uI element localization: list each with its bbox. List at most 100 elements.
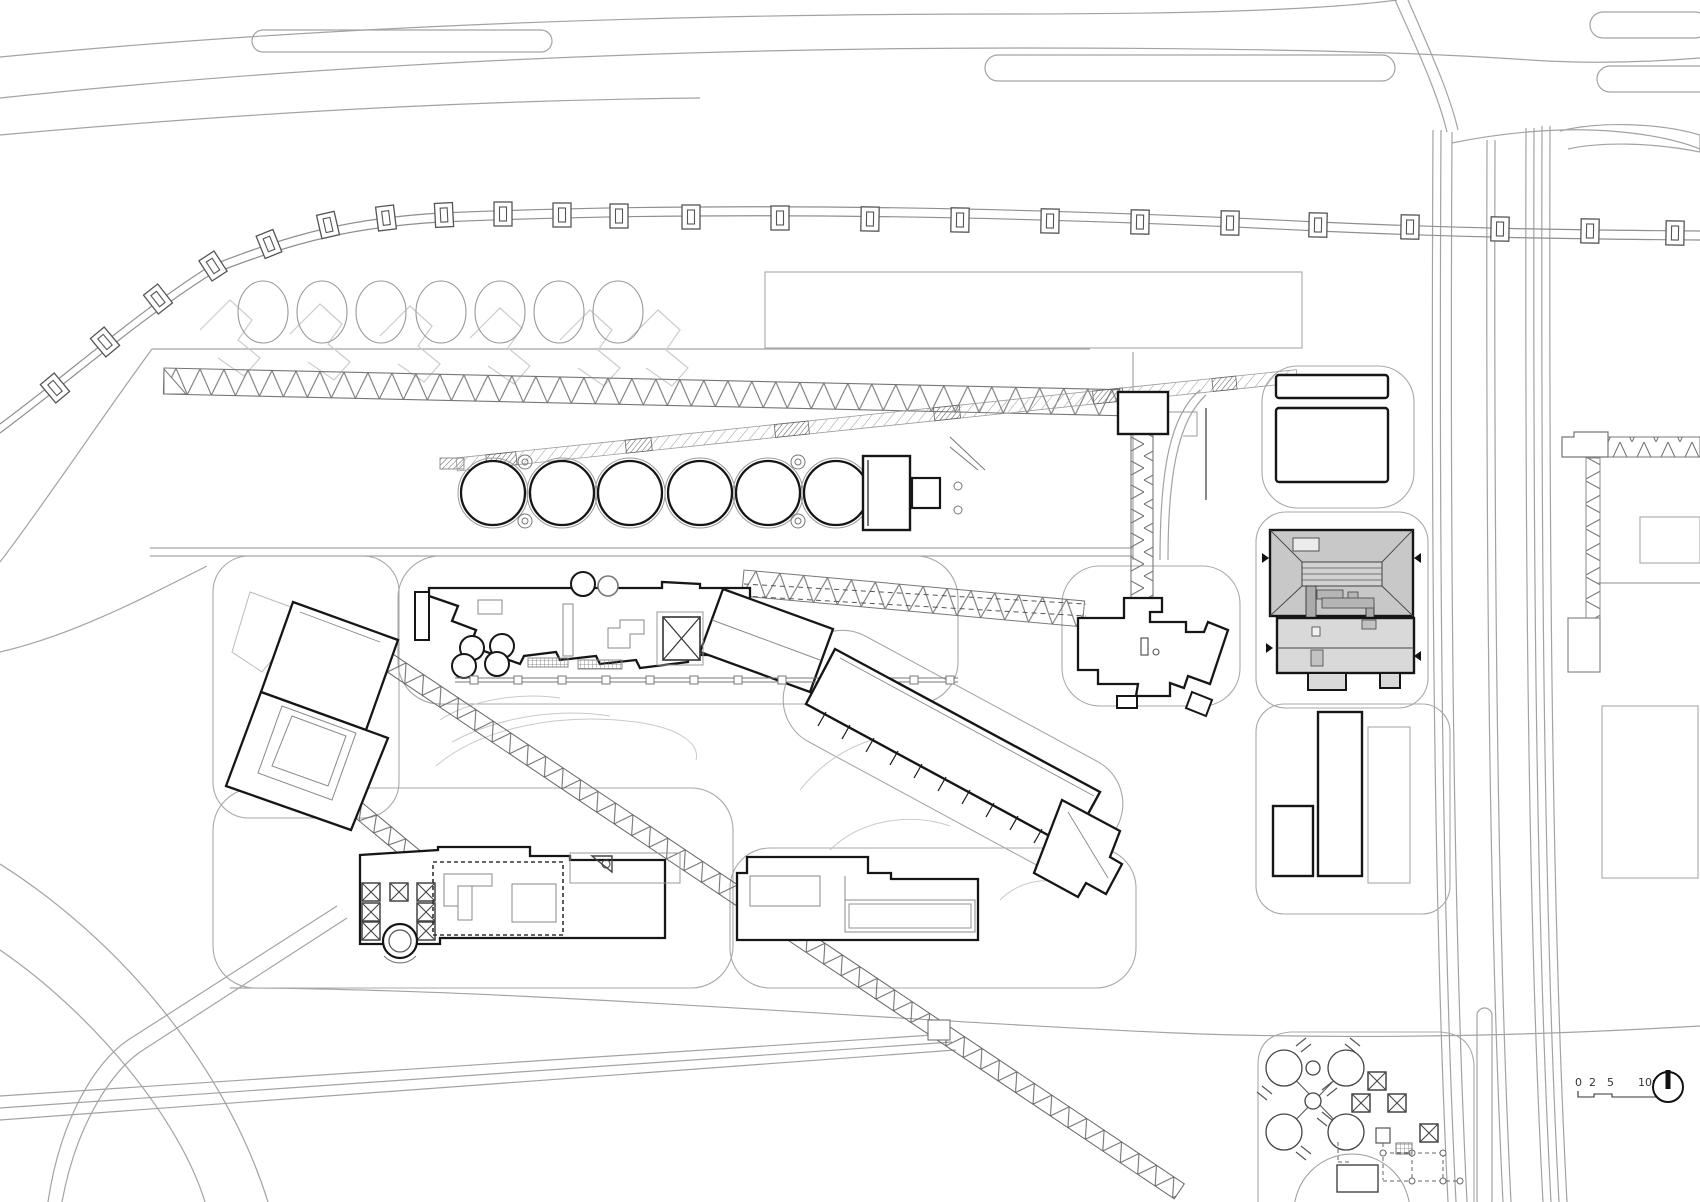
- road: [1450, 131, 1468, 1202]
- scale-tick-label: 0: [1575, 1076, 1582, 1089]
- long-diagonal-building: [804, 647, 1124, 899]
- clarifier-arc: [1294, 1153, 1410, 1202]
- existing-building-outline: [1639, 516, 1700, 564]
- plot-boundaries: [212, 271, 1700, 1202]
- existing-tank: [533, 280, 585, 344]
- road: [1407, 0, 1459, 131]
- tank: [459, 459, 527, 527]
- south-east-buildings: [1271, 710, 1364, 878]
- road: [1559, 124, 1700, 153]
- plot: [1257, 1031, 1475, 1202]
- column-ticks: [817, 711, 1043, 844]
- plot: [1261, 365, 1415, 509]
- tank-row-end-building: [861, 454, 912, 532]
- tank-row-building: [439, 436, 986, 532]
- right-gallery-base: [1567, 617, 1601, 673]
- existing-tank: [237, 280, 289, 344]
- scale-tick-label: 2: [1589, 1076, 1596, 1089]
- overhead-link-gallery: [741, 569, 1086, 628]
- long-bar-building: [1274, 373, 1390, 400]
- tank: [734, 459, 802, 527]
- road: [229, 987, 1700, 1038]
- scale-bar: 0 2 5 10m: [1575, 1076, 1663, 1098]
- conveyor-marker: [1400, 214, 1420, 240]
- road: [1451, 129, 1700, 150]
- road: [0, 863, 269, 1202]
- existing-outline: [231, 591, 311, 673]
- road-median-island: [1476, 1007, 1493, 1202]
- entry-arrow-icon: [1266, 643, 1273, 653]
- right-gallery-horizontal: [1607, 436, 1700, 458]
- conveyor-marker: [1665, 220, 1685, 246]
- road: [1549, 125, 1568, 1202]
- plot: [1255, 511, 1429, 709]
- road: [0, 565, 208, 653]
- plot: [397, 555, 959, 705]
- entry-arrow-icon: [1262, 553, 1269, 563]
- existing-tank: [474, 280, 526, 344]
- junction-annex: [1116, 695, 1138, 709]
- vertical-gallery: [1130, 432, 1154, 601]
- track: [0, 1033, 957, 1121]
- strip-left-annex: [414, 591, 430, 641]
- north-east-buildings: [1274, 373, 1390, 484]
- road: [1541, 125, 1560, 1202]
- treatment-tank: [1265, 1113, 1303, 1151]
- existing-tank: [296, 280, 348, 344]
- road: [1439, 129, 1457, 1202]
- conveyor-marker: [552, 202, 572, 228]
- overhead-link-dashed: [743, 583, 1087, 617]
- road: [1431, 129, 1449, 1202]
- plot-corner: [1159, 389, 1207, 561]
- treatment-cluster: [1256, 1037, 1464, 1202]
- existing-building-outline: [1367, 726, 1411, 884]
- road: [0, 97, 701, 136]
- buildings: [224, 373, 1390, 964]
- conveyor-marker: [1130, 209, 1150, 235]
- existing-tank: [592, 280, 644, 344]
- existing-tank: [415, 280, 467, 344]
- left-complex-building: [224, 591, 400, 832]
- junction-annex: [1184, 690, 1214, 718]
- tank: [528, 459, 596, 527]
- plot: [1255, 703, 1451, 915]
- strip-roof-drum: [597, 575, 619, 597]
- conveyor-marker: [950, 207, 970, 233]
- angled-mill-building: [698, 587, 835, 694]
- conveyor-marker: [255, 228, 283, 260]
- conveyor-marker: [681, 204, 701, 230]
- treatment-tank: [1265, 1049, 1303, 1087]
- workshop-building: [735, 855, 980, 942]
- rail-conveyor-line: [0, 201, 1700, 434]
- conveyor-marker: [433, 201, 455, 229]
- process-hall-building: [358, 845, 681, 964]
- treatment-tank: [1327, 1113, 1365, 1151]
- conveyor-marker: [1308, 212, 1328, 238]
- block-building: [1274, 406, 1390, 484]
- gallery-end-tip: [163, 367, 188, 395]
- tower-side-steps: [1167, 411, 1198, 437]
- tall-shed-building: [1316, 710, 1364, 878]
- greenhouse-dashed: [432, 861, 564, 936]
- gallery-junction-box: [927, 1019, 951, 1041]
- flat-roof-annex: [1379, 672, 1401, 689]
- tank: [802, 459, 870, 527]
- conveyor-marker: [198, 250, 228, 282]
- plot: [212, 555, 400, 819]
- junction-building: [1076, 596, 1230, 718]
- road: [1486, 139, 1504, 1202]
- conveyor-marker: [493, 201, 513, 227]
- road-median-island: [1589, 11, 1700, 39]
- conveyor-marker: [1490, 216, 1510, 242]
- yard-edge: [0, 348, 153, 563]
- tank: [666, 459, 734, 527]
- north-arrow-icon: [1652, 1070, 1684, 1103]
- annex-outline: [569, 852, 681, 884]
- existing-platform-outline: [764, 271, 1303, 349]
- hoist-shaft: [656, 611, 704, 666]
- flat-roof-annex: [1307, 672, 1347, 691]
- conveyor-marker: [1580, 218, 1600, 244]
- entry-arrow-icon: [1414, 651, 1421, 661]
